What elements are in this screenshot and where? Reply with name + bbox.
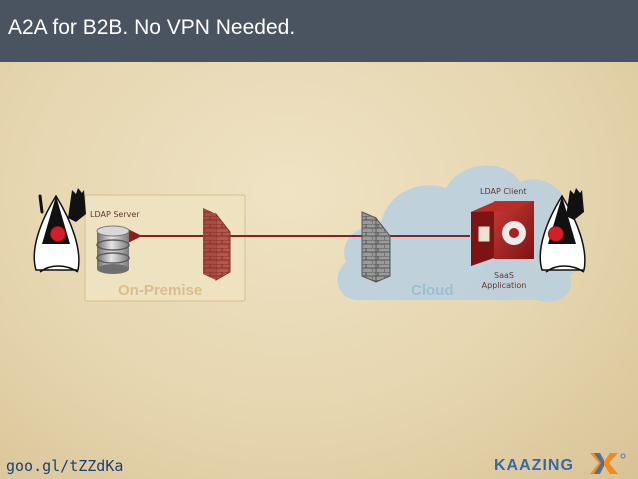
database-icon (96, 225, 130, 274)
kaazing-logo-text: KAAZING (494, 457, 574, 474)
firewall-cloud-icon (361, 211, 391, 283)
saas-label-line2: Application (482, 281, 527, 290)
saas-app-icon (471, 201, 534, 266)
title-bar: A2A for B2B. No VPN Needed. (0, 0, 638, 62)
slide-title: A2A for B2B. No VPN Needed. (8, 16, 296, 39)
java-duke-left-icon (33, 188, 86, 273)
saas-label-line1: SaaS (494, 271, 514, 280)
kaazing-logo: KAAZING (494, 453, 626, 474)
cloud-shape (337, 165, 584, 302)
on-premise-label: On-Premise (118, 282, 202, 299)
ldap-client-label: LDAP Client (480, 187, 526, 196)
kaazing-k-icon (590, 453, 626, 474)
firewall-onprem-icon (203, 208, 231, 281)
footer-short-link[interactable]: goo.gl/tZZdKa (6, 457, 124, 475)
java-duke-right-icon (539, 188, 586, 273)
cloud-label: Cloud (411, 282, 454, 299)
ldap-server-label: LDAP Server (90, 210, 140, 219)
